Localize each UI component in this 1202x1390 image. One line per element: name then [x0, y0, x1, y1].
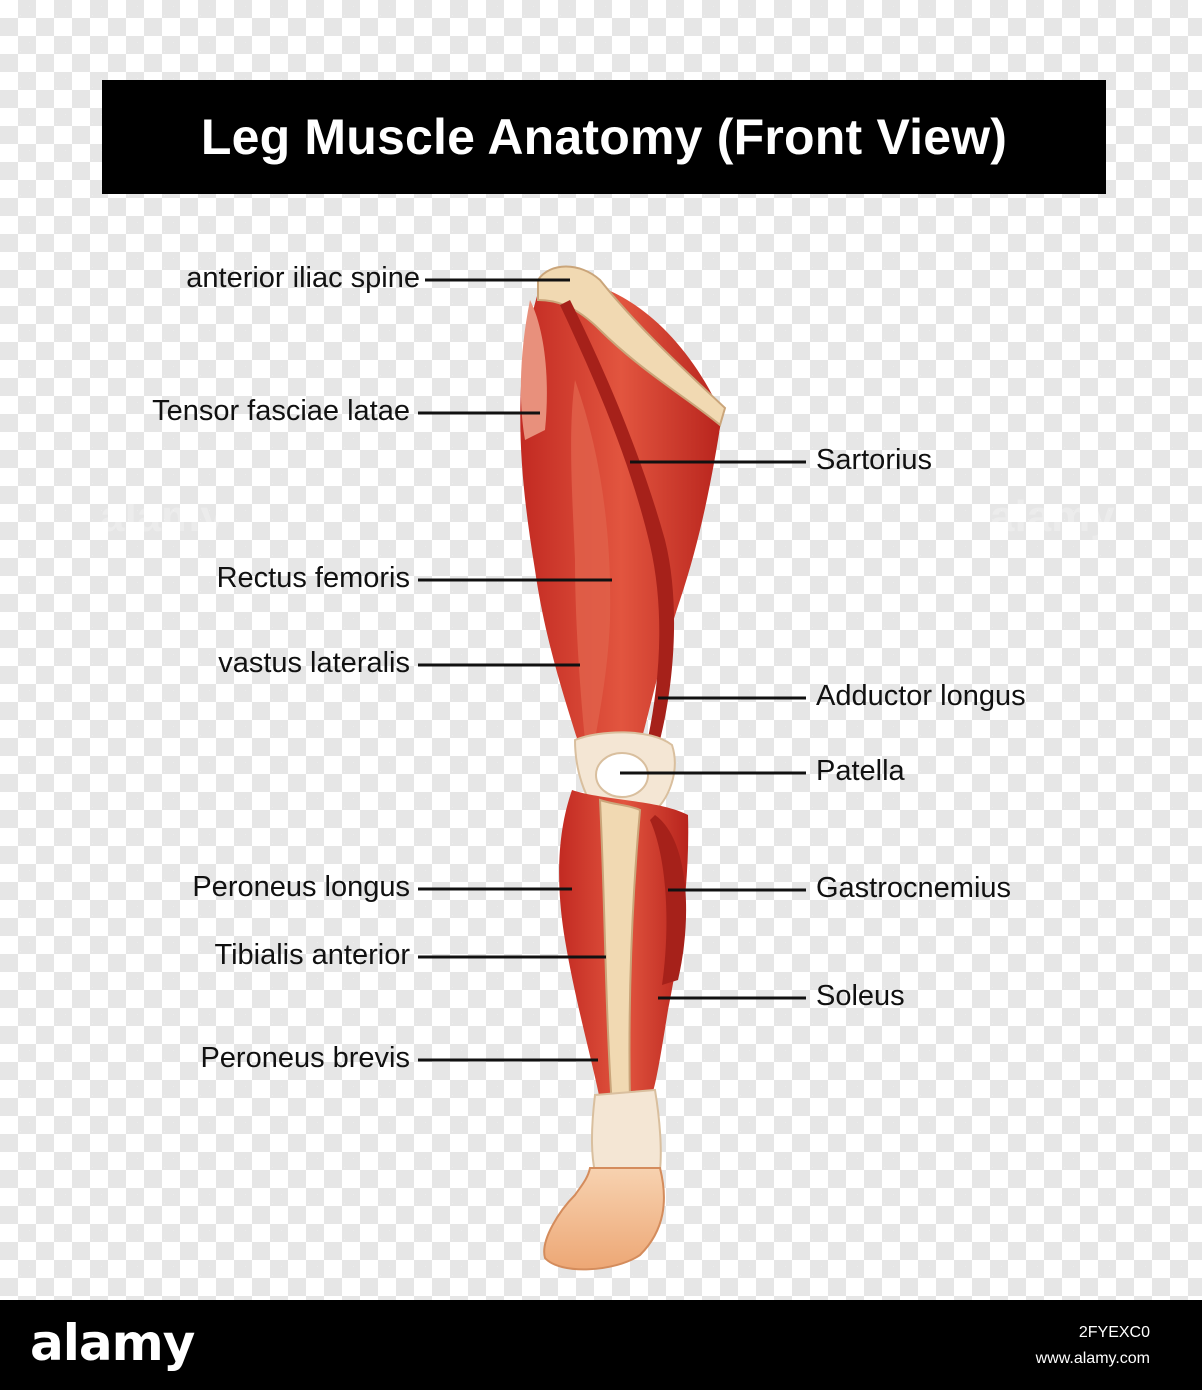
rectus-femoris-muscle [571, 380, 611, 740]
label-tibialis-anterior: Tibialis anterior [214, 939, 410, 971]
footer-image-id: 2FYEXC0 [1078, 1324, 1150, 1341]
label-peroneus-brevis: Peroneus brevis [200, 1042, 410, 1074]
label-tensor-fasciae-latae: Tensor fasciae latae [152, 395, 410, 427]
leg-anatomy-illustration [418, 265, 806, 1271]
foot [543, 1167, 665, 1271]
leader-lines-right [620, 460, 806, 1000]
iliac-crest [537, 265, 727, 427]
label-sartorius: Sartorius [816, 444, 933, 476]
diagram-title: Leg Muscle Anatomy (Front View) [102, 80, 1106, 194]
ankle-tendons [590, 1088, 662, 1174]
footer-brand-logo: alamy [30, 1314, 195, 1372]
label-adductor-longus: Adductor longus [816, 680, 1026, 712]
label-vastus-lateralis: vastus lateralis [218, 647, 410, 679]
label-gastrocnemius: Gastrocnemius [816, 872, 1012, 904]
label-rectus-femoris: Rectus femoris [216, 562, 410, 594]
label-anterior-iliac-spine: anterior iliac spine [186, 262, 420, 294]
footer-bar: alamy 2FYEXC0 www.alamy.com [0, 1300, 1202, 1390]
footer-site-url: www.alamy.com [1035, 1350, 1150, 1367]
tibia-bone [598, 798, 642, 1110]
label-soleus: Soleus [816, 980, 905, 1012]
leader-lines-left [418, 278, 612, 1062]
thigh-muscles [520, 280, 722, 748]
label-peroneus-longus: Peroneus longus [192, 871, 410, 903]
gastrocnemius-muscle [650, 815, 687, 985]
tensor-fasciae-latae-muscle [520, 300, 547, 440]
label-patella: Patella [816, 755, 905, 787]
patella-bone [595, 752, 649, 798]
sartorius-muscle [560, 300, 675, 740]
